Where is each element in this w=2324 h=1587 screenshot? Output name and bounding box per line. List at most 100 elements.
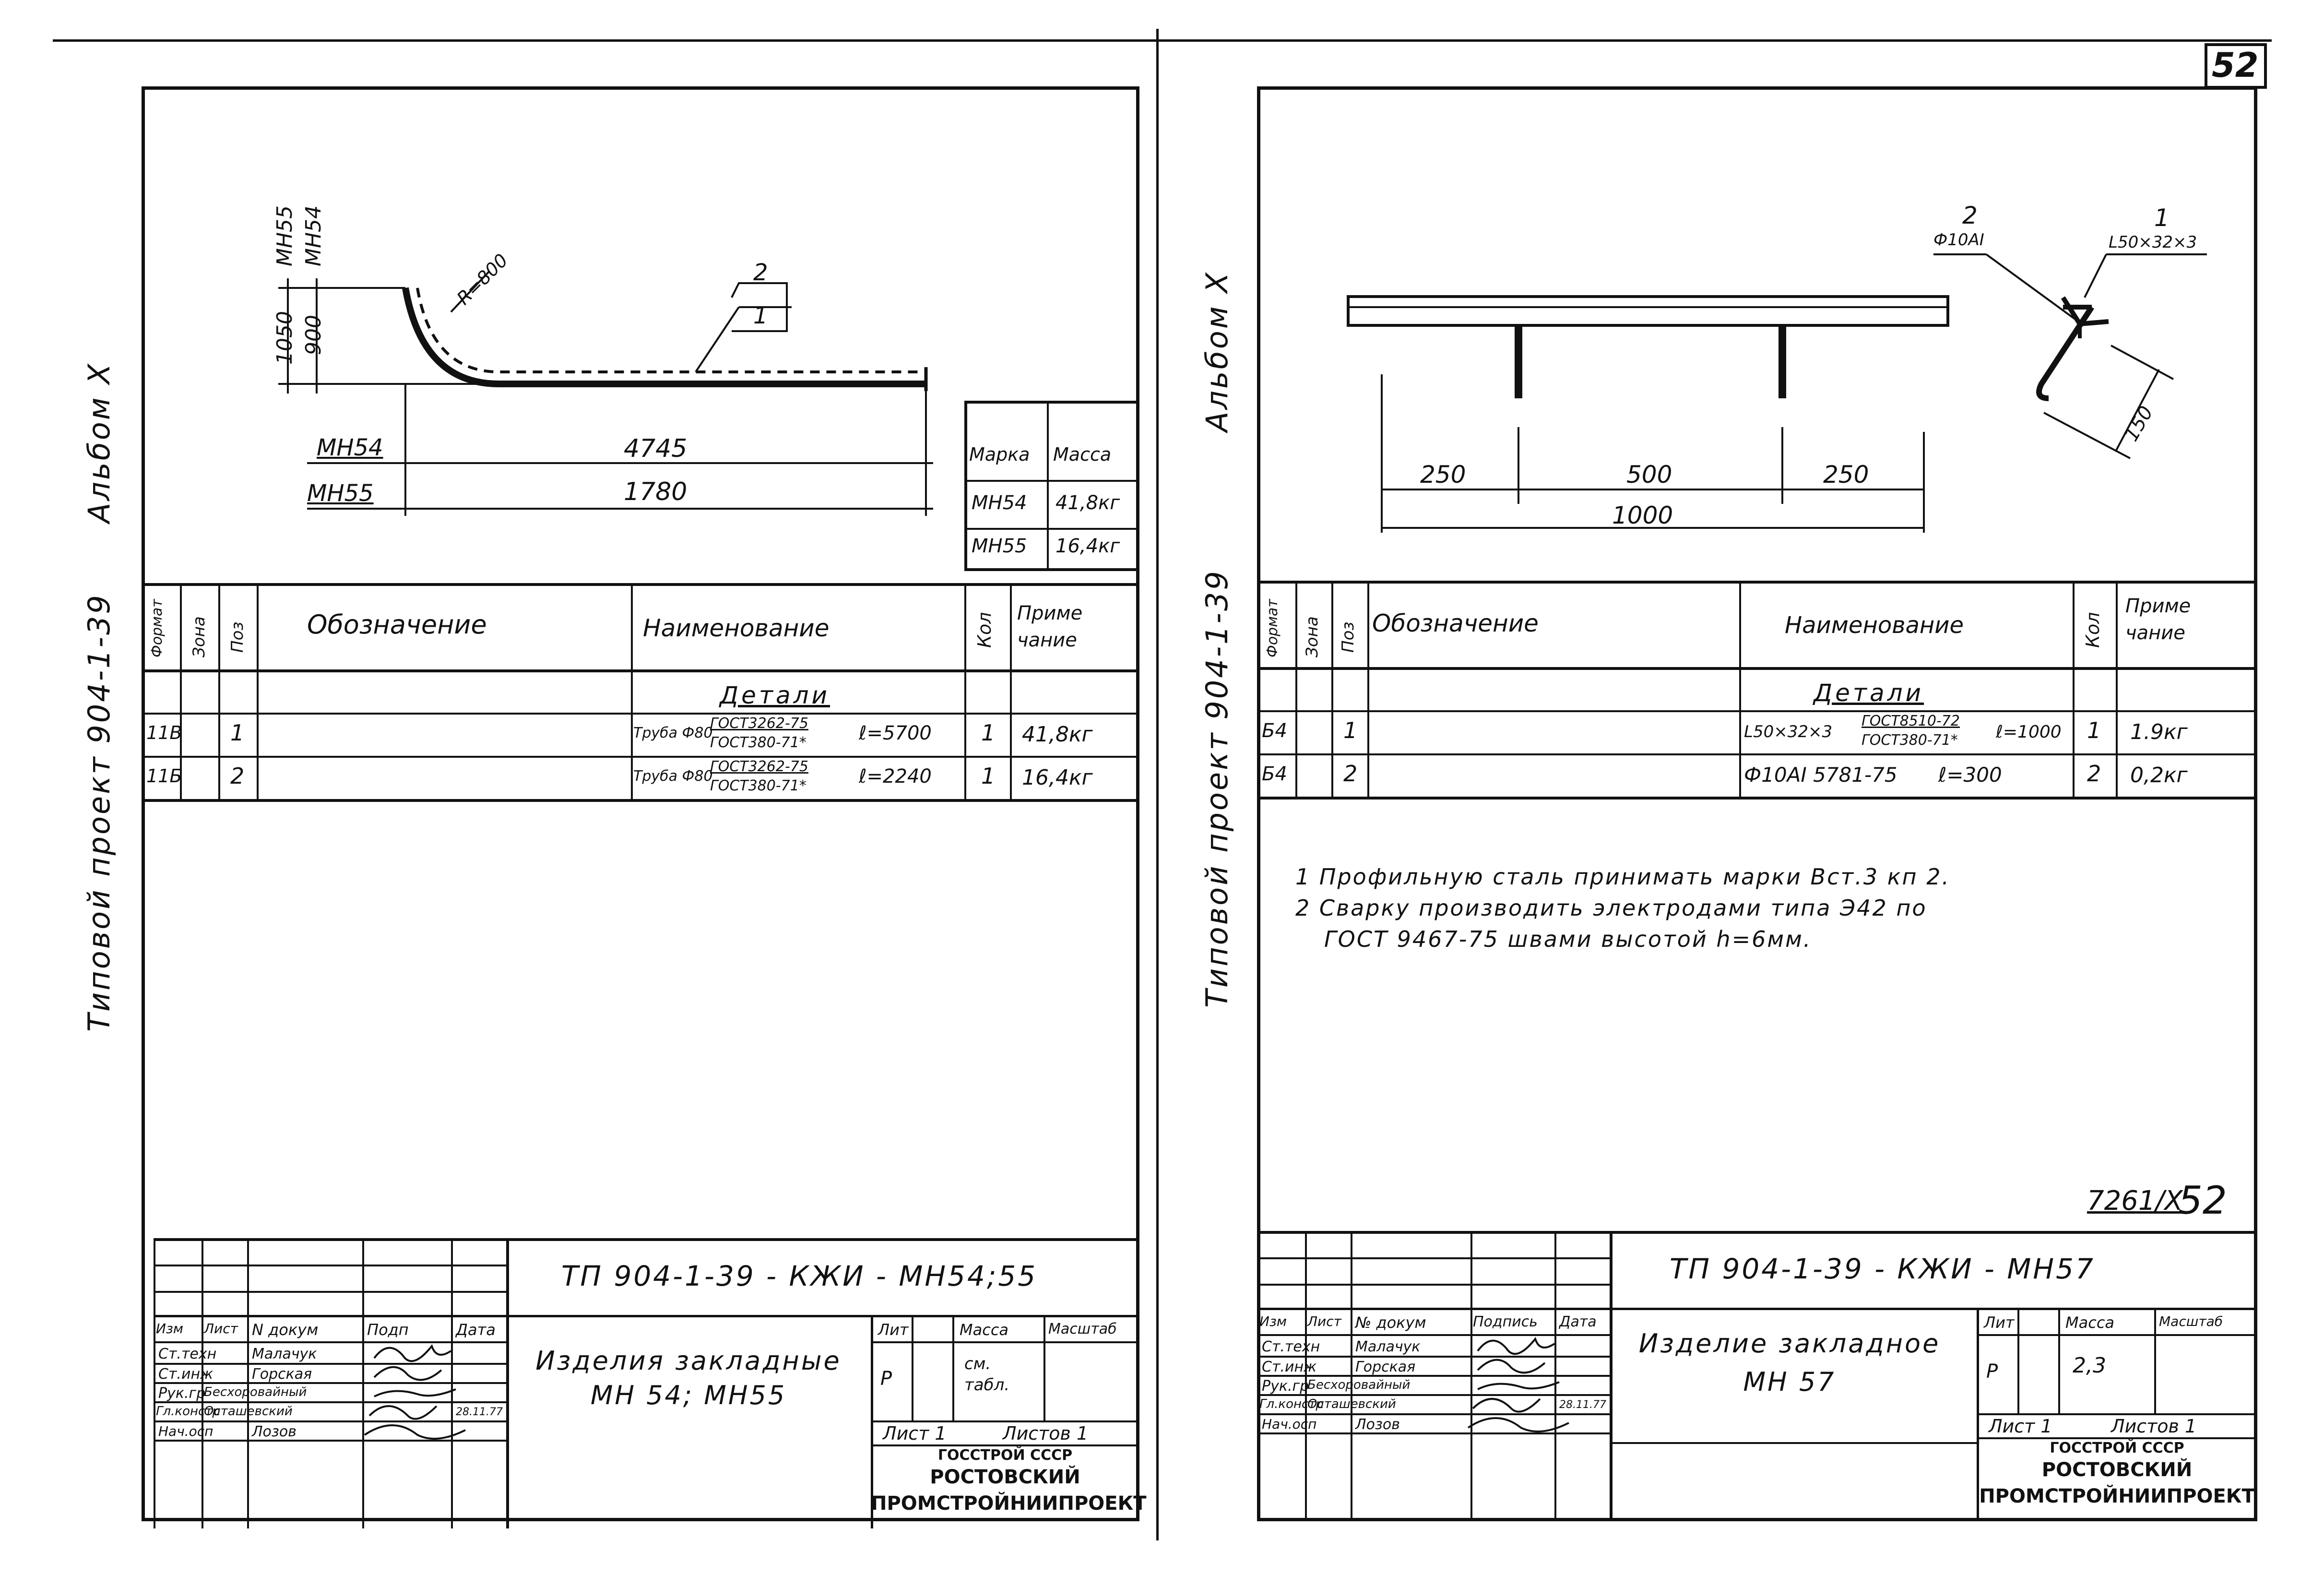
right-spec-r1-gost-top: ГОСТ8510-72 bbox=[1862, 713, 1960, 729]
left-spec-r1-gost-top: ГОСТ3262-75 bbox=[710, 715, 808, 732]
left-sheet: Лист 1 bbox=[883, 1423, 947, 1444]
left-hdr-izm: Изм bbox=[156, 1321, 183, 1336]
left-row2-dim: 1780 bbox=[624, 477, 688, 506]
left-pos-2: 2 bbox=[753, 259, 768, 286]
right-spec-r1-len: ℓ=1000 bbox=[1996, 722, 2062, 742]
right-doc-code: ТП 904-1-39 - КЖИ - МН57 bbox=[1670, 1253, 2095, 1285]
left-hdr-ndoc: N докум bbox=[252, 1321, 319, 1339]
left-person-3: Бесхоровайный bbox=[204, 1385, 307, 1399]
left-mass-hdr-mass: Масса bbox=[1053, 444, 1112, 465]
right-hdr-podp: Подпись bbox=[1473, 1313, 1538, 1330]
right-hdr-izm: Изм bbox=[1259, 1313, 1287, 1329]
left-sheets: Листов 1 bbox=[1003, 1423, 1089, 1444]
left-spec-r1-format: 11В bbox=[146, 722, 182, 743]
right-sheet-id: 7261/X bbox=[2087, 1185, 2183, 1217]
left-role-1: Ст.техн bbox=[158, 1346, 217, 1362]
left-date: 28.11.77 bbox=[456, 1406, 503, 1418]
right-sheets: Листов 1 bbox=[2111, 1416, 2197, 1437]
right-pos-2-sub: Ф10АI bbox=[1933, 230, 1984, 250]
right-spec-hdr-qty: Кол bbox=[2082, 612, 2103, 648]
left-spec-hdr-note: Приме чание bbox=[1017, 602, 1083, 651]
right-person-4: Осташевский bbox=[1307, 1397, 1396, 1411]
left-spec-r2-note: 16,4кг bbox=[1022, 765, 1093, 790]
left-spec-r2-pos: 2 bbox=[230, 763, 245, 789]
right-note-3: ГОСТ 9467-75 швами высотой h=6мм. bbox=[1324, 926, 1812, 952]
right-spec-r2-name: Ф10АI 5781-75 bbox=[1744, 763, 1897, 787]
left-spec-r2-format: 11Б bbox=[146, 765, 182, 787]
left-row1-label: МН54 bbox=[317, 434, 383, 461]
right-role-3: Рук.гр bbox=[1262, 1378, 1309, 1395]
left-doc-code: ТП 904-1-39 - КЖИ - МН54;55 bbox=[561, 1260, 1038, 1292]
right-spec-hdr-name: Наименование bbox=[1785, 612, 1964, 639]
right-spec-hdr-desig: Обозначение bbox=[1372, 609, 1539, 637]
right-hdr-data: Дата bbox=[1559, 1313, 1597, 1330]
left-org-3: ПРОМСТРОЙНИИПРОЕКТ bbox=[871, 1492, 1147, 1515]
left-spec-hdr-desig: Обозначение bbox=[307, 609, 487, 640]
right-spec-r1-pos: 1 bbox=[1343, 717, 1358, 743]
right-spec-r1-name: L50×32×3 bbox=[1744, 722, 1833, 741]
left-role-3: Рук.гр bbox=[158, 1385, 206, 1402]
right-spec-r2-pos: 2 bbox=[1343, 761, 1358, 787]
left-doc-title: Изделия закладные МН 54; МН55 bbox=[535, 1346, 842, 1410]
right-dim-250a: 250 bbox=[1420, 461, 1466, 489]
left-mass-hdr: Масса bbox=[960, 1321, 1009, 1339]
right-scale-hdr: Масштаб bbox=[2159, 1313, 2223, 1329]
right-role-4: Гл.констр bbox=[1259, 1397, 1324, 1411]
left-spec-hdr-pos: Поз bbox=[228, 621, 247, 653]
left-dim-mn55-label: МН55 bbox=[273, 205, 297, 266]
right-spec-r1-format: Б4 bbox=[1262, 720, 1287, 742]
left-lit-value: Р bbox=[880, 1368, 892, 1390]
left-person-5: Лозов bbox=[252, 1423, 296, 1440]
left-pos-1: 1 bbox=[753, 302, 768, 329]
left-dim-900: 900 bbox=[301, 315, 326, 355]
right-mass-value: 2,3 bbox=[2073, 1353, 2106, 1378]
right-dim-1000: 1000 bbox=[1612, 501, 1673, 529]
right-pos-2: 2 bbox=[1962, 202, 1978, 229]
top-rule bbox=[53, 39, 2272, 42]
right-sheet: Лист 1 bbox=[1989, 1416, 2052, 1437]
right-spec-r2-note: 0,2кг bbox=[2130, 763, 2188, 788]
left-org-2: РОСТОВСКИЙ bbox=[930, 1466, 1080, 1488]
right-lit-hdr: Лит bbox=[1984, 1313, 2015, 1332]
right-org-1: ГОССТРОЙ СССР bbox=[2050, 1440, 2184, 1456]
right-spec-r1-gost-bot: ГОСТ380-71* bbox=[1862, 732, 1958, 749]
left-role-5: Нач.осп bbox=[158, 1423, 213, 1439]
left-sheet-frame bbox=[142, 86, 1139, 1521]
left-row2-label: МН55 bbox=[307, 480, 374, 507]
right-spec-r2-qty: 2 bbox=[2087, 761, 2101, 787]
left-spec-r2-gost-top: ГОСТ3262-75 bbox=[710, 758, 808, 775]
right-pos-1: 1 bbox=[2154, 204, 2170, 232]
right-role-5: Нач.осп bbox=[1262, 1416, 1317, 1432]
right-dim-500: 500 bbox=[1626, 461, 1672, 489]
left-spec-hdr-qty: Кол bbox=[974, 612, 995, 648]
left-hdr-list: Лист bbox=[204, 1321, 238, 1336]
right-sheet-number: 52 bbox=[2178, 1178, 2227, 1223]
left-dim-mn54-label: МН54 bbox=[301, 205, 326, 266]
right-margin-album: Альбом X bbox=[1199, 271, 1234, 432]
left-spec-r1-pos: 1 bbox=[230, 720, 245, 746]
right-spec-hdr-format: Формат bbox=[1264, 599, 1281, 657]
right-mass-hdr: Масса bbox=[2065, 1313, 2115, 1332]
right-spec-r1-qty: 1 bbox=[2087, 717, 2101, 743]
left-row1-dim: 4745 bbox=[624, 434, 688, 463]
right-sheet-frame bbox=[1257, 86, 2257, 1521]
right-spec-hdr-zone: Зона bbox=[1303, 616, 1322, 657]
left-spec-r2-len: ℓ=2240 bbox=[859, 765, 932, 788]
right-person-5: Лозов bbox=[1355, 1416, 1400, 1433]
left-spec-r2-qty: 1 bbox=[981, 763, 996, 789]
left-mass-r2-mark: МН55 bbox=[972, 535, 1027, 557]
left-role-2: Ст.инж bbox=[158, 1366, 213, 1383]
left-spec-r1-qty: 1 bbox=[981, 720, 996, 746]
left-spec-r1-gost-bot: ГОСТ380-71* bbox=[710, 734, 806, 751]
left-hdr-podp: Подп bbox=[367, 1321, 409, 1339]
right-dim-250b: 250 bbox=[1823, 461, 1869, 489]
right-spec-hdr-pos: Поз bbox=[1339, 621, 1358, 653]
right-org-2: РОСТОВСКИЙ bbox=[2041, 1459, 2193, 1481]
right-margin-title: Типовой проект 904-1-39 bbox=[1199, 569, 1234, 1008]
right-role-1: Ст.техн bbox=[1262, 1338, 1320, 1355]
left-lit-hdr: Лит bbox=[878, 1321, 909, 1339]
right-pos-1-sub: L50×32×3 bbox=[2109, 233, 2197, 252]
right-person-2: Горская bbox=[1355, 1359, 1416, 1375]
right-note-2: 2 Сварку производить электродами типа Э4… bbox=[1295, 895, 1927, 921]
left-mass-r2-val: 16,4кг bbox=[1055, 535, 1120, 557]
